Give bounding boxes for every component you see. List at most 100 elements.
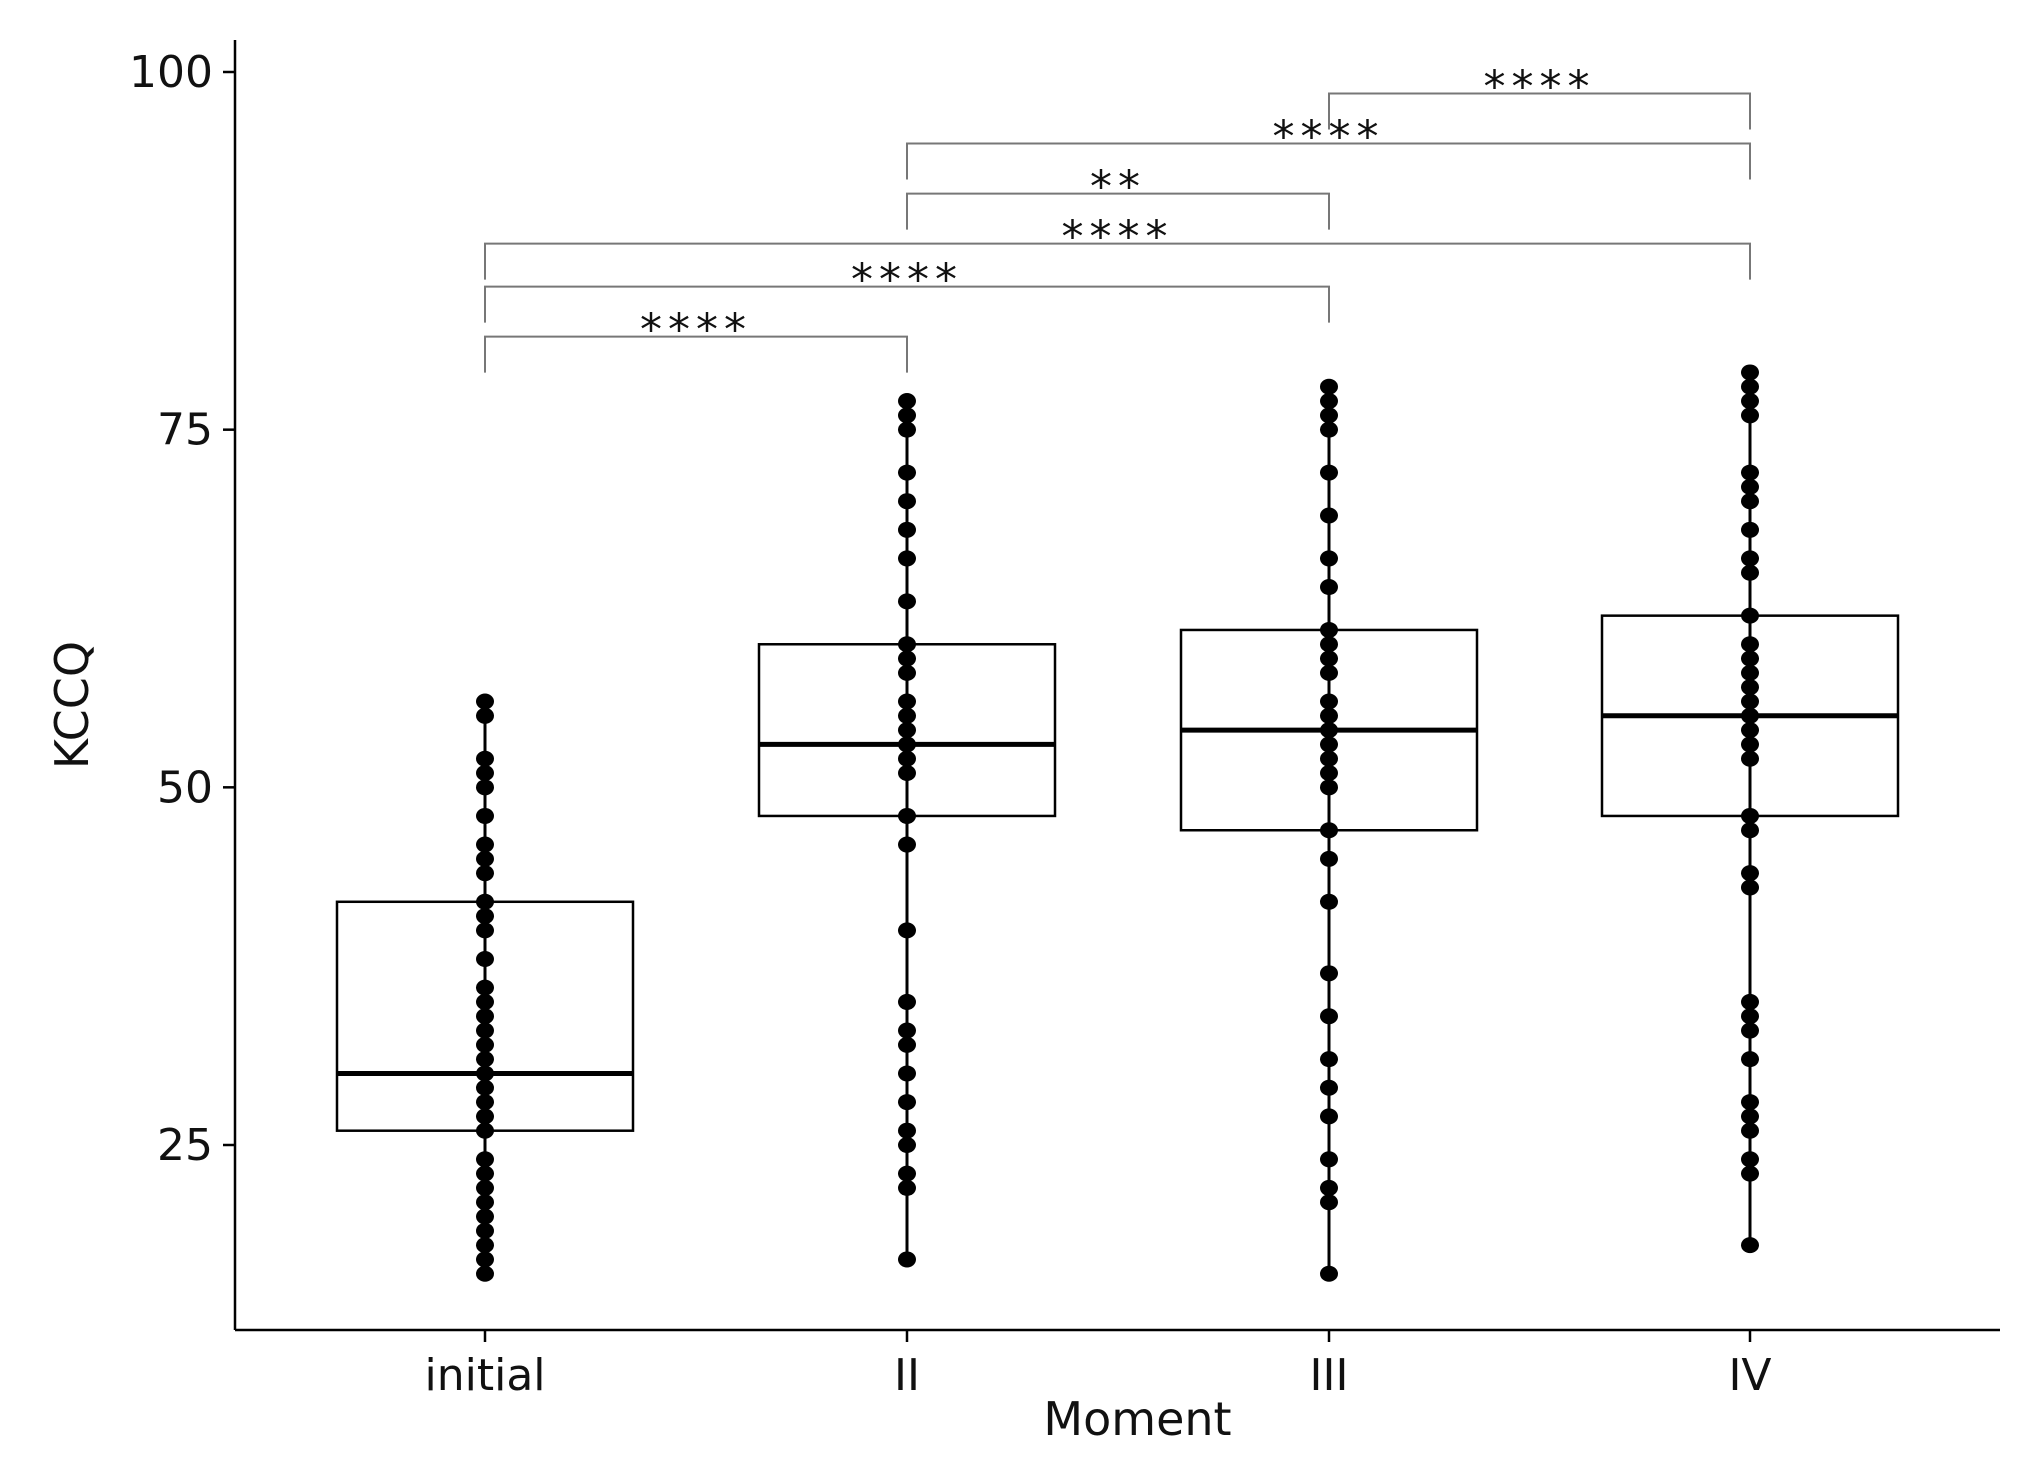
data-point xyxy=(1741,993,1759,1010)
data-point xyxy=(898,693,916,710)
data-point xyxy=(1741,750,1759,767)
data-point xyxy=(1320,750,1338,767)
data-point xyxy=(1320,893,1338,910)
data-point xyxy=(476,908,494,925)
data-point xyxy=(1320,765,1338,782)
data-point xyxy=(1741,1051,1759,1068)
data-point xyxy=(1741,550,1759,567)
data-point xyxy=(476,1265,494,1282)
data-point xyxy=(476,1151,494,1168)
data-point xyxy=(898,807,916,824)
data-point xyxy=(1320,1151,1338,1168)
data-point xyxy=(1320,779,1338,796)
data-point xyxy=(1741,879,1759,896)
data-point xyxy=(1741,478,1759,495)
data-point xyxy=(476,893,494,910)
significance-label: **** xyxy=(851,255,963,306)
x-axis-title: Moment xyxy=(1043,1392,1231,1446)
data-point xyxy=(1741,364,1759,381)
data-point xyxy=(1320,378,1338,395)
y-tick-label: 50 xyxy=(157,762,213,813)
data-point xyxy=(1741,664,1759,681)
data-point xyxy=(898,922,916,939)
data-point xyxy=(898,1165,916,1182)
data-point xyxy=(1320,1079,1338,1096)
data-point xyxy=(476,979,494,996)
data-point xyxy=(1320,621,1338,638)
y-tick-label: 25 xyxy=(157,1120,213,1171)
data-point xyxy=(898,736,916,753)
significance-bracket xyxy=(484,335,908,373)
data-point xyxy=(476,1122,494,1139)
significance-label: ** xyxy=(1090,162,1146,213)
data-point xyxy=(898,464,916,481)
data-point xyxy=(898,1251,916,1268)
data-point xyxy=(898,521,916,538)
data-point xyxy=(1741,1151,1759,1168)
data-point xyxy=(1320,1179,1338,1196)
x-tick-label: initial xyxy=(425,1350,546,1401)
data-point xyxy=(1320,636,1338,653)
data-point xyxy=(476,1251,494,1268)
data-point xyxy=(1320,1008,1338,1025)
y-axis-title: KCCQ xyxy=(45,641,99,769)
data-point xyxy=(898,550,916,567)
data-point xyxy=(898,650,916,667)
data-point xyxy=(898,765,916,782)
data-point xyxy=(1741,636,1759,653)
data-point xyxy=(476,1179,494,1196)
data-point xyxy=(1320,693,1338,710)
data-point xyxy=(476,693,494,710)
data-point xyxy=(1741,807,1759,824)
data-point xyxy=(898,421,916,438)
data-point xyxy=(1320,1265,1338,1282)
data-point xyxy=(476,836,494,853)
data-point xyxy=(1320,1194,1338,1211)
data-point xyxy=(476,1208,494,1225)
data-point xyxy=(1741,736,1759,753)
data-point xyxy=(476,1008,494,1025)
data-point xyxy=(1741,464,1759,481)
data-point xyxy=(1320,707,1338,724)
data-point xyxy=(476,750,494,767)
data-point xyxy=(476,1194,494,1211)
significance-label: **** xyxy=(640,305,752,356)
data-point xyxy=(1741,707,1759,724)
data-point xyxy=(898,836,916,853)
data-point xyxy=(898,1137,916,1153)
data-point xyxy=(1741,722,1759,739)
data-point xyxy=(898,750,916,767)
x-tick-label: IV xyxy=(1728,1350,1771,1401)
data-point xyxy=(1741,393,1759,410)
data-point xyxy=(1741,1237,1759,1254)
data-point xyxy=(1320,736,1338,753)
data-point xyxy=(1320,722,1338,739)
data-point xyxy=(1320,850,1338,867)
data-point xyxy=(1320,507,1338,524)
data-point xyxy=(898,993,916,1010)
data-point xyxy=(1320,407,1338,424)
data-point xyxy=(476,1079,494,1096)
data-point xyxy=(476,807,494,824)
data-point xyxy=(1320,1051,1338,1068)
data-point xyxy=(476,765,494,782)
data-point xyxy=(898,1022,916,1039)
data-point xyxy=(476,865,494,882)
data-point xyxy=(898,664,916,681)
data-point xyxy=(1741,521,1759,538)
significance-label: **** xyxy=(1484,61,1596,112)
data-point xyxy=(476,1094,494,1111)
data-point xyxy=(898,593,916,610)
data-point xyxy=(1741,1122,1759,1139)
data-point xyxy=(898,1065,916,1082)
data-point xyxy=(1741,493,1759,510)
data-point xyxy=(1320,550,1338,567)
data-point xyxy=(476,1036,494,1053)
data-point xyxy=(476,1165,494,1182)
data-point xyxy=(1320,421,1338,438)
significance-label: **** xyxy=(1273,112,1385,163)
data-point xyxy=(1741,1165,1759,1182)
data-point xyxy=(898,407,916,424)
